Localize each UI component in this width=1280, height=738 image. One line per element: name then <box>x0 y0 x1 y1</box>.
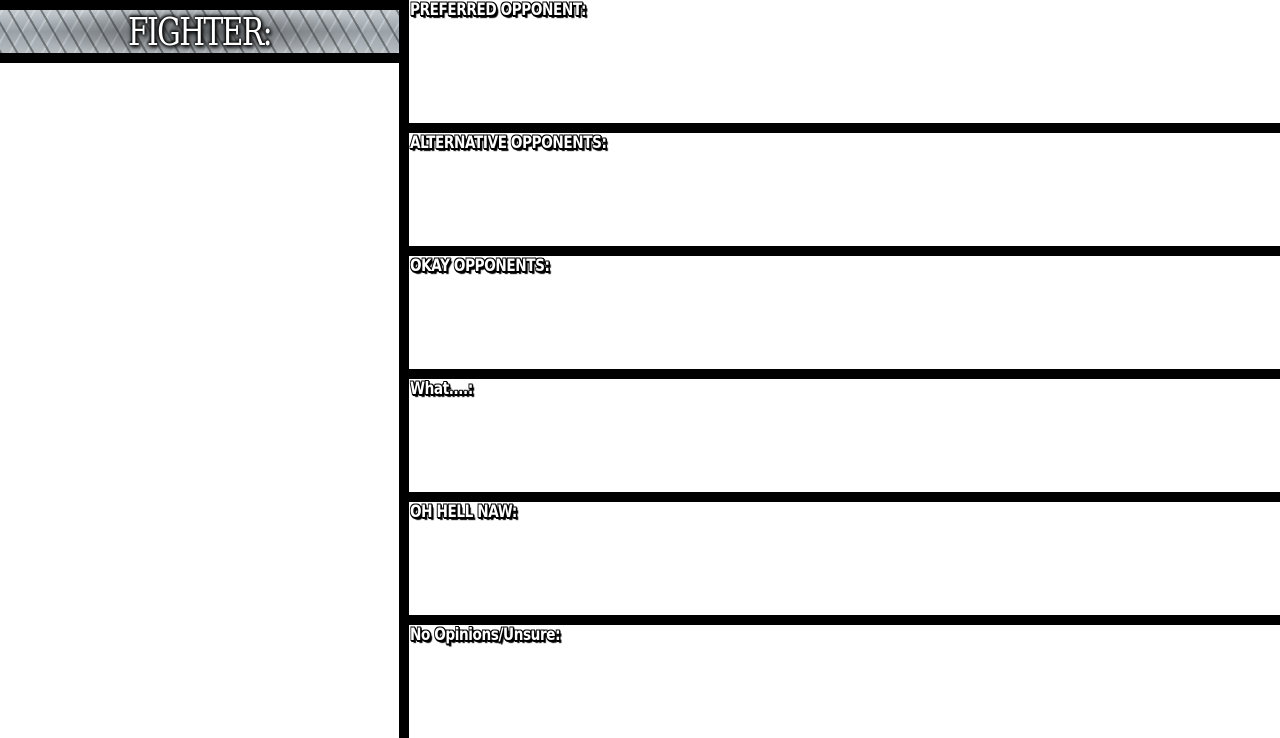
section-divider <box>409 246 1280 256</box>
section-preferred-opponent: PREFERRED OPPONENT: <box>409 0 1280 113</box>
section-content-area <box>409 647 1280 738</box>
section-content-area <box>409 401 1280 492</box>
section-content-area <box>409 524 1280 615</box>
section-label: OKAY OPPONENTS: <box>410 256 550 276</box>
section-label: ALTERNATIVE OPPONENTS: <box>410 133 607 153</box>
section-label: PREFERRED OPPONENT: <box>410 0 587 20</box>
section-label: What....: <box>410 379 473 399</box>
section-okay-opponents: OKAY OPPONENTS: <box>409 256 1280 369</box>
section-content-area <box>409 278 1280 369</box>
section-divider <box>409 492 1280 502</box>
fighter-title: FIGHTER: <box>127 10 273 53</box>
section-what: What....: <box>409 379 1280 492</box>
opponents-panel: PREFERRED OPPONENT: ALTERNATIVE OPPONENT… <box>409 0 1280 738</box>
section-label: No Opinions/Unsure: <box>410 625 561 645</box>
section-no-opinions: No Opinions/Unsure: <box>409 625 1280 738</box>
section-divider <box>409 369 1280 379</box>
fighter-panel: FIGHTER: <box>0 0 399 738</box>
section-alternative-opponents: ALTERNATIVE OPPONENTS: <box>409 133 1280 246</box>
section-divider <box>409 615 1280 625</box>
section-content-area <box>409 155 1280 246</box>
diamond-plate-banner: FIGHTER: <box>0 10 399 53</box>
vertical-divider <box>399 0 409 738</box>
fighter-content-area <box>0 63 399 738</box>
section-content-area <box>409 22 1280 113</box>
section-label: OH HELL NAW: <box>410 502 517 522</box>
section-oh-hell-naw: OH HELL NAW: <box>409 502 1280 615</box>
section-divider <box>409 123 1280 133</box>
fighter-header: FIGHTER: <box>0 0 399 63</box>
